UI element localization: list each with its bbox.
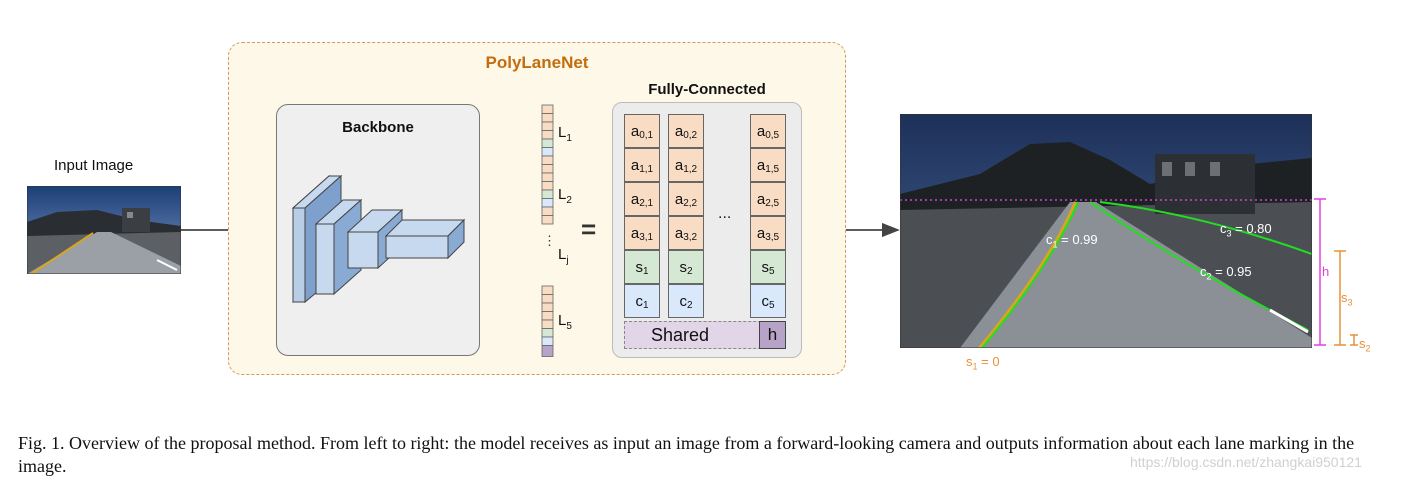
output-confidence-c2: c2 = 0.95 <box>1200 264 1252 282</box>
figure-caption: Fig. 1. Overview of the proposal method.… <box>18 433 1355 476</box>
height-markers <box>1314 198 1358 346</box>
output-s2-label: s2 <box>1359 336 1371 354</box>
feature-vector-ellipsis: ⋮ <box>543 233 556 248</box>
output-h-label: h <box>1322 264 1330 279</box>
input-image-label: Input Image <box>54 157 134 174</box>
shared-h-box: h <box>759 321 786 349</box>
feature-label-l2: L2 <box>558 186 572 206</box>
fc-title: Fully-Connected <box>648 81 766 98</box>
output-s3-label: s3 <box>1341 290 1353 308</box>
output-s1-label: s1 = 0 <box>966 354 1000 372</box>
input-road-image <box>27 186 181 274</box>
feature-label-l5: L5 <box>558 312 572 332</box>
equals-sign: = <box>581 214 597 244</box>
backbone-layers-graphic <box>291 174 466 304</box>
watermark-url: https://blog.csdn.net/zhangkai950121 <box>1130 454 1362 470</box>
output-confidence-c1: c1 = 0.99 <box>1046 232 1098 250</box>
feature-label-l1: L1 <box>558 124 572 144</box>
output-confidence-c3: c3 = 0.80 <box>1220 221 1272 239</box>
shared-label: Shared <box>650 325 710 345</box>
output-road-image <box>900 114 1312 348</box>
feature-vector <box>541 104 554 357</box>
backbone-title: Backbone <box>342 119 414 136</box>
polylanenet-title: PolyLaneNet <box>485 53 589 72</box>
feature-label-lj: Lj <box>558 246 569 266</box>
fc-ellipsis: ... <box>718 205 732 222</box>
